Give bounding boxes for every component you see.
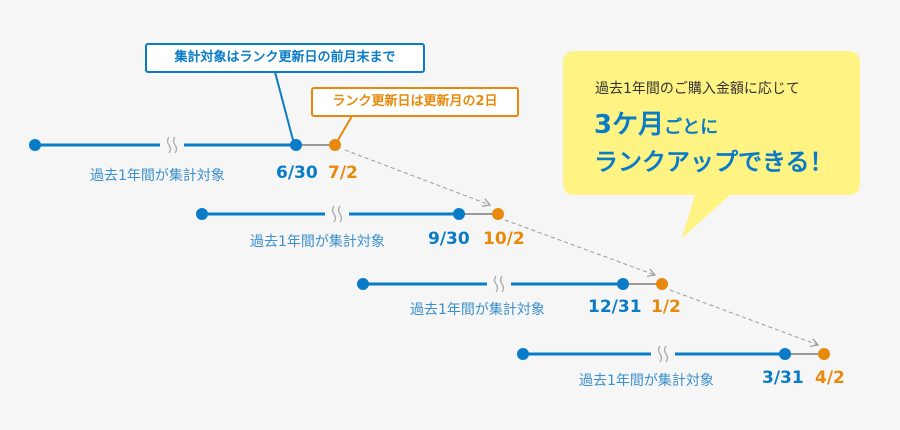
- end-dot: [290, 139, 302, 151]
- period-label: 過去1年間が集計対象: [410, 302, 545, 318]
- start-dot: [29, 139, 41, 151]
- dashed-arrow: [669, 289, 820, 347]
- end-date: 9/30: [428, 229, 470, 249]
- break-mark-icon: [493, 275, 505, 293]
- update-date: 7/2: [328, 163, 358, 183]
- update-dot: [656, 278, 668, 290]
- update-date: 4/2: [815, 368, 845, 388]
- end-date: 3/31: [762, 368, 804, 388]
- period-label: 過去1年間が集計対象: [90, 168, 225, 184]
- period-label: 過去1年間が集計対象: [250, 234, 385, 250]
- break-mark-icon: [166, 136, 178, 154]
- callout-update-day: ランク更新日は更新月の2日: [311, 87, 519, 117]
- callout-leader-orange: [337, 115, 353, 141]
- bubble-small-text: ごとに: [664, 117, 719, 138]
- end-dot: [453, 208, 465, 220]
- end-date: 6/30: [276, 163, 318, 183]
- callout-aggregation-end: 集計対象はランク更新日の前月末まで: [145, 43, 425, 73]
- dashed-arrow: [344, 149, 492, 207]
- break-mark-icon: [331, 205, 343, 223]
- start-dot: [517, 348, 529, 360]
- update-date: 10/2: [483, 229, 525, 249]
- dashed-arrow: [504, 219, 657, 277]
- update-date: 1/2: [651, 297, 681, 317]
- bubble-headline-2: ランクアップできる！: [594, 148, 834, 176]
- update-dot: [818, 348, 830, 360]
- bubble-headline-1: 3ケ月ごとに: [594, 104, 718, 141]
- update-dot: [329, 139, 341, 151]
- end-dot: [779, 348, 791, 360]
- start-dot: [196, 208, 208, 220]
- period-label: 過去1年間が集計対象: [579, 373, 714, 389]
- bubble-subtitle: 過去1年間のご購入金額に応じて: [595, 81, 800, 97]
- end-date: 12/31: [588, 297, 642, 317]
- start-dot: [357, 278, 369, 290]
- break-mark-icon: [657, 345, 669, 363]
- speech-bubble: [563, 51, 860, 238]
- end-dot: [617, 278, 629, 290]
- callout-leader-blue: [274, 71, 294, 141]
- update-dot: [492, 208, 504, 220]
- bubble-big-text: 3ケ月: [594, 110, 665, 140]
